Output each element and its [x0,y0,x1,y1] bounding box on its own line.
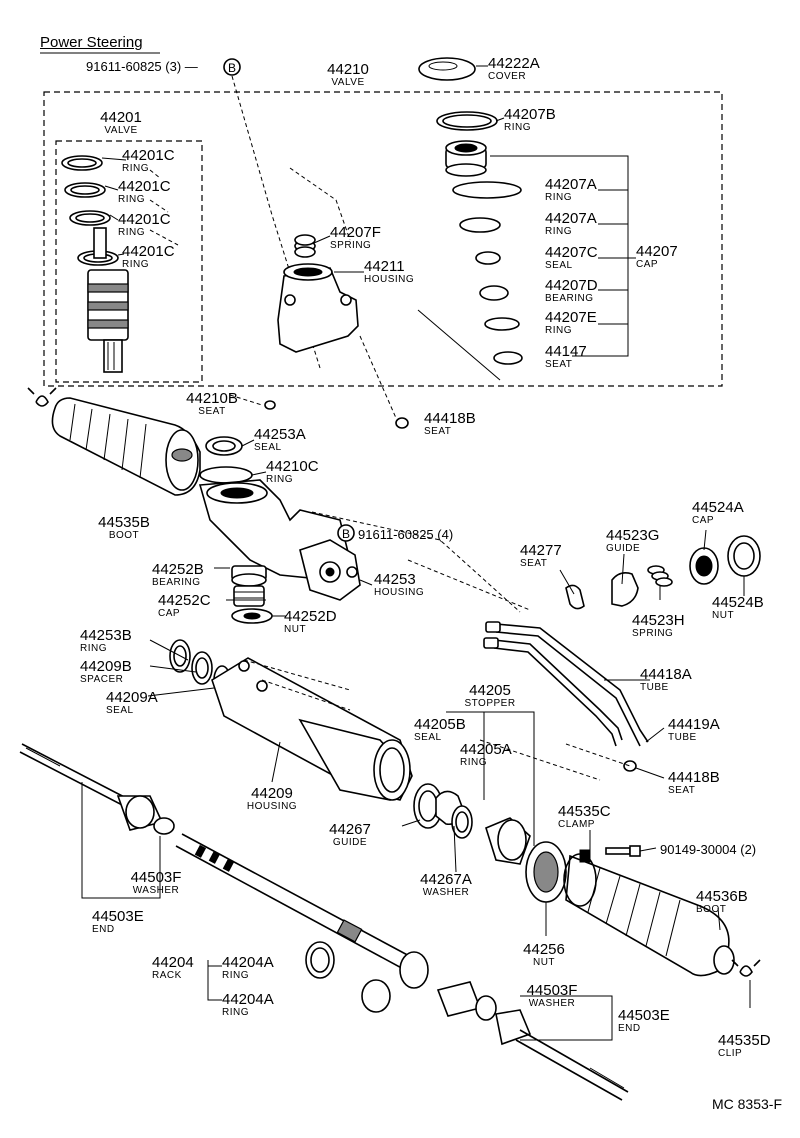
seat-44418b-part [395,417,409,429]
gear-housing-part [198,479,361,601]
valve-assembly-box [43,91,723,387]
guide-44523g-part [611,572,639,607]
rack-housing-part [211,657,413,801]
right-tie-rod-part [436,981,629,1101]
spring-44523h-part [647,565,673,587]
stopper-44205-part [485,817,531,865]
right-boot-part [565,854,735,977]
page-title: Power Steering [40,34,143,51]
bolt-ref-mid: 91611-60825 (4) [358,527,454,542]
ring-44204a-lower-part [361,979,391,1013]
rack-part [175,833,429,989]
valve-housing-part [277,263,359,353]
tube-44418a-part [485,621,649,747]
left-boot-part [51,397,201,496]
seat-44277-part [565,584,585,610]
valve-spool-part [61,155,129,373]
spacer-44209b-part [191,651,213,685]
cap-44524a-part [689,547,719,585]
left-clip-part [27,387,57,407]
valve-subassembly-box [55,140,203,383]
diagram-code: MC 8353-F [711,1096,782,1112]
washer-44503f-left-part [153,817,175,835]
cap-stack-part [445,140,523,365]
ring-44204a-upper-part [305,941,335,979]
spring-44207f-part [294,234,316,258]
bolt-ref-top: 91611-60825 (3) — [86,59,198,74]
seal-44253a-part [205,436,243,456]
left-tie-rod-part [19,743,164,831]
b-marker-top: B [228,61,236,75]
b-marker-mid: B [342,527,350,541]
nut-44524b-part [727,535,761,577]
clamp-bolt-part [605,845,641,857]
seal-44205b-part [451,805,473,839]
tube-44419a-part [483,637,623,747]
adjuster-stack-part [231,565,273,624]
right-clip-part [731,959,761,977]
seat-44210b-part [264,400,276,410]
cover-part [418,57,476,81]
bolt-ref-clamp: 90149-30004 (2) [660,842,757,857]
nut-44256-part [525,841,567,903]
